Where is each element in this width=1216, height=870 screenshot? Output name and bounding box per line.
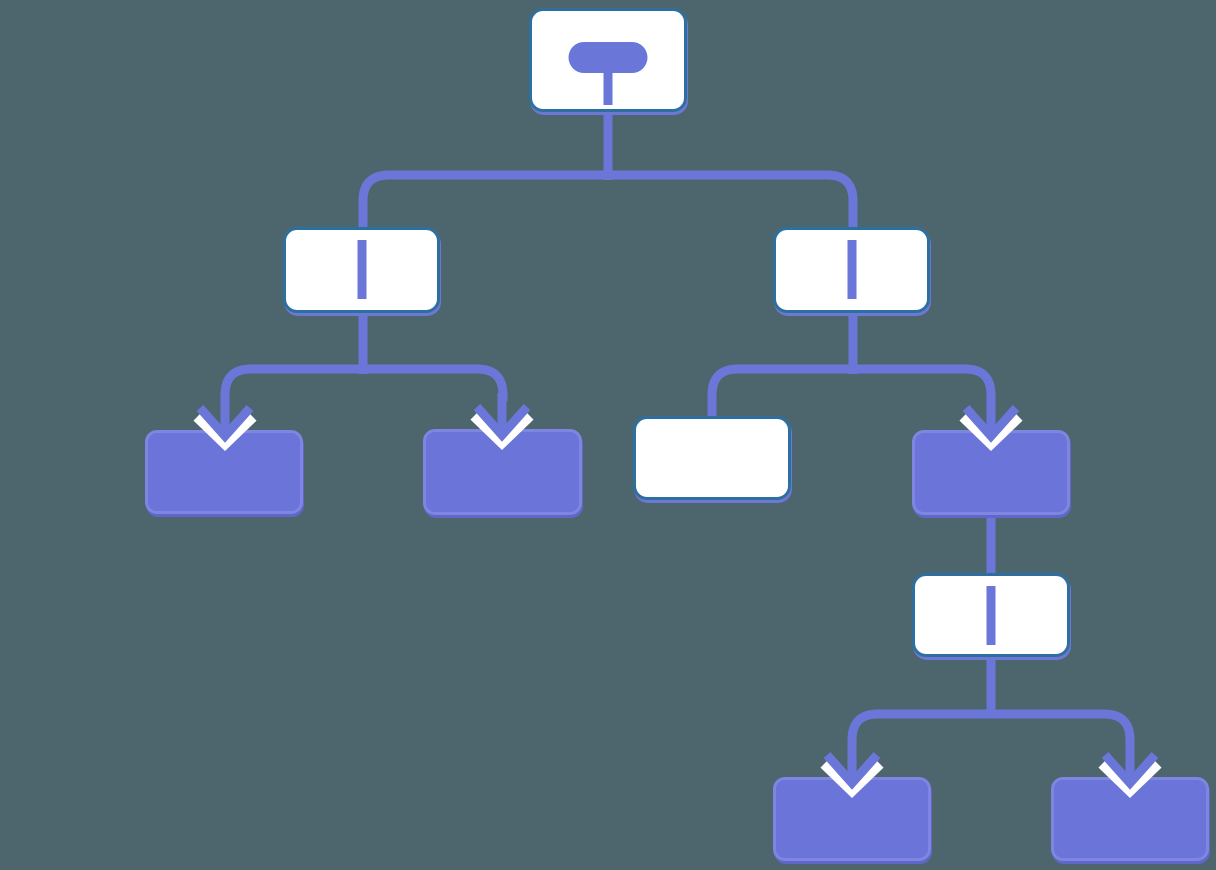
tree-node-root[interactable]: [529, 8, 687, 112]
tree-node-leaf-2[interactable]: [423, 429, 582, 515]
tree-node-branch-right[interactable]: [773, 227, 930, 313]
tree-node-branch-bottom[interactable]: [912, 573, 1070, 657]
tree-node-leaf-5[interactable]: [1051, 777, 1209, 861]
tree-node-branch-left[interactable]: [283, 227, 440, 313]
vertical-bar-icon: [986, 586, 996, 645]
tree-node-leaf-1[interactable]: [145, 430, 303, 514]
connector-branch-left-to-leaves: [220, 313, 508, 402]
pill-stem: [603, 69, 613, 105]
pill-icon: [568, 42, 648, 73]
connector-root-to-branches: [358, 100, 858, 227]
vertical-bar-icon: [357, 240, 366, 299]
tree-node-plain-white[interactable]: [633, 416, 791, 500]
connector-branch-bottom-to-leaves: [847, 654, 1135, 749]
tree-node-leaf-3[interactable]: [912, 430, 1070, 515]
vertical-bar-icon: [847, 240, 856, 299]
tree-node-leaf-4[interactable]: [773, 777, 931, 861]
connector-branch-right-to-children: [707, 313, 996, 420]
